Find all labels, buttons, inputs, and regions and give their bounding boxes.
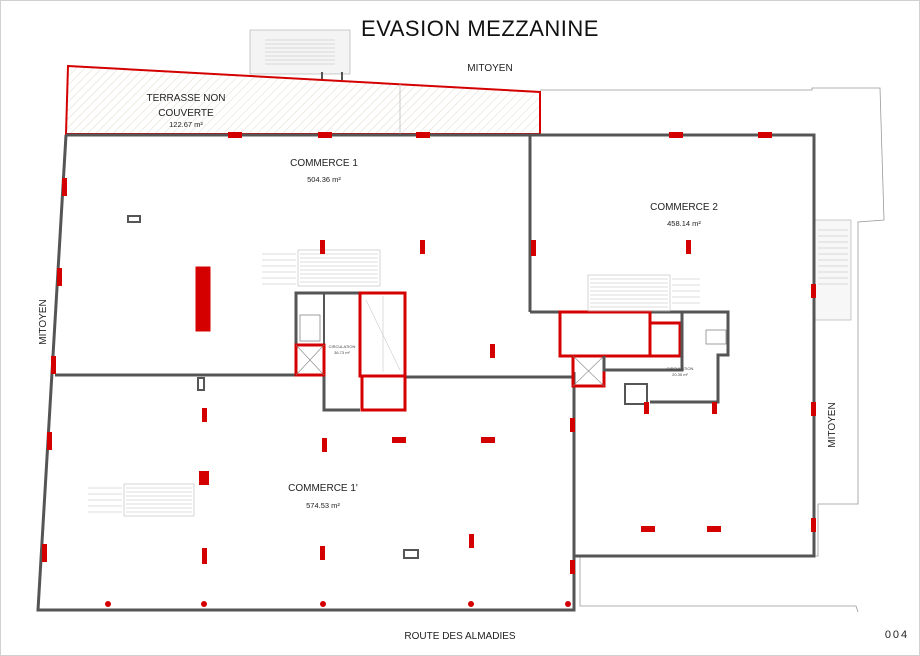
structural-columns — [42, 132, 816, 607]
core-1 — [294, 291, 407, 412]
svg-text:CIRCULATION: CIRCULATION — [329, 344, 356, 349]
svg-text:COMMERCE 1': COMMERCE 1' — [288, 483, 358, 494]
svg-text:504.36 m²: 504.36 m² — [307, 175, 341, 184]
room-terrasse: TERRASSE NON COUVERTE 122.67 m² — [147, 93, 226, 129]
room-commerce-2: COMMERCE 2 458.14 m² — [650, 202, 718, 228]
svg-text:574.53 m²: 574.53 m² — [306, 501, 340, 510]
svg-text:122.67 m²: 122.67 m² — [169, 120, 203, 129]
page-title: EVASION MEZZANINE — [361, 16, 599, 41]
svg-text:TERRASSE NON: TERRASSE NON — [147, 93, 226, 104]
svg-text:COUVERTE: COUVERTE — [158, 108, 214, 119]
svg-text:36.73 m²: 36.73 m² — [334, 350, 350, 355]
neighbor-right-label: MITOYEN — [827, 402, 838, 447]
room-commerce-1: COMMERCE 1 504.36 m² — [290, 158, 358, 184]
room-commerce-1-prime: COMMERCE 1' 574.53 m² — [288, 483, 358, 510]
page-number: 004 — [885, 629, 909, 641]
neighbor-left-label: MITOYEN — [38, 299, 49, 344]
right-external-stair — [814, 219, 852, 321]
right-neighbor-outline — [540, 87, 885, 613]
neighbor-top-label: MITOYEN — [467, 63, 512, 74]
terrace-area — [64, 64, 541, 135]
core-2 — [558, 310, 730, 405]
svg-text:COMMERCE 1: COMMERCE 1 — [290, 158, 358, 169]
top-stair-block — [249, 29, 351, 80]
svg-text:CIRCULATION: CIRCULATION — [667, 366, 694, 371]
interior-stairs — [88, 249, 700, 517]
room-circulation-1: CIRCULATION 36.73 m² — [329, 344, 356, 355]
svg-text:COMMERCE 2: COMMERCE 2 — [650, 202, 718, 213]
svg-text:20.35 m²: 20.35 m² — [672, 372, 688, 377]
svg-text:458.14 m²: 458.14 m² — [667, 219, 701, 228]
street-label: ROUTE DES ALMADIES — [404, 631, 515, 642]
room-circulation-2: CIRCULATION 20.35 m² — [667, 366, 694, 377]
